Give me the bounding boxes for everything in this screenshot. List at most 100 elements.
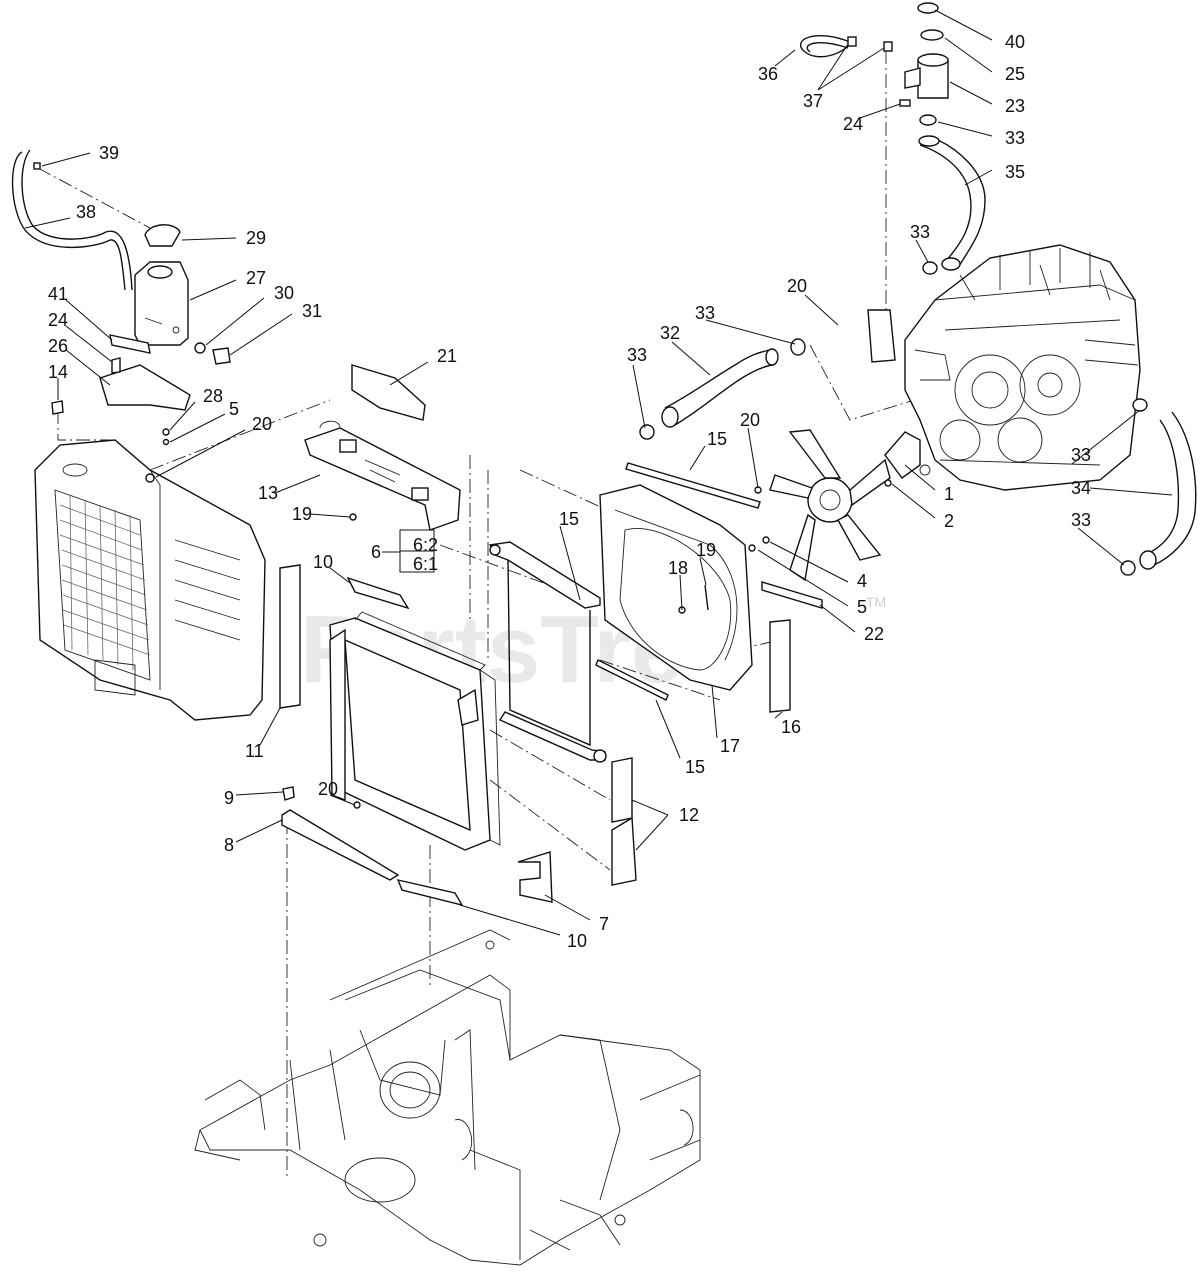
callout-labels: 4025233637243335332039382927303141242614… <box>48 32 1091 951</box>
callout-c39: 39 <box>99 143 119 163</box>
callout-c5b: 5 <box>857 597 867 617</box>
callout-c33c: 33 <box>695 303 715 323</box>
callout-c36: 36 <box>758 64 778 84</box>
seal-10b <box>396 879 464 907</box>
hose-38 <box>11 151 126 291</box>
bolt-24b <box>111 357 121 374</box>
callout-c4: 4 <box>857 571 867 591</box>
seal-11 <box>279 564 301 709</box>
callout-c19b: 19 <box>696 540 716 560</box>
callout-c20b: 20 <box>252 414 272 434</box>
washer-30 <box>194 342 206 354</box>
leader-lines <box>24 9 1173 936</box>
callout-c62: 6:2 <box>413 535 438 555</box>
callout-c29: 29 <box>246 228 266 248</box>
callout-c33a: 33 <box>1005 128 1025 148</box>
callout-c41: 41 <box>48 284 68 304</box>
callout-c5a: 5 <box>229 399 239 419</box>
seal-7 <box>517 851 553 903</box>
callout-c30: 30 <box>274 283 294 303</box>
washer-5a <box>162 438 170 446</box>
frame-15b <box>488 541 607 763</box>
callout-c27: 27 <box>246 268 266 288</box>
callout-c10b: 10 <box>567 931 587 951</box>
seal-12a <box>611 757 633 823</box>
callout-c10a: 10 <box>313 552 333 572</box>
callout-c38: 38 <box>76 202 96 222</box>
callout-c16: 16 <box>781 717 801 737</box>
callout-c22: 22 <box>864 624 884 644</box>
bolt-14 <box>51 400 64 415</box>
fan-shroud-17 <box>599 484 753 691</box>
seal-22 <box>761 581 823 609</box>
callout-c24b: 24 <box>48 310 68 330</box>
filler-neck-23 <box>899 2 949 126</box>
callout-c12: 12 <box>679 805 699 825</box>
callout-c32: 32 <box>660 323 680 343</box>
bracket-13 <box>304 420 461 531</box>
hose-32 <box>639 338 806 440</box>
chassis-frame <box>194 929 701 1266</box>
seal-16 <box>769 619 791 713</box>
callout-c35: 35 <box>1005 162 1025 182</box>
callout-c40: 40 <box>1005 32 1025 52</box>
seal-12b <box>611 816 637 886</box>
callout-c9: 9 <box>224 788 234 808</box>
clamp-39 <box>33 162 41 170</box>
callout-c15c: 15 <box>685 757 705 777</box>
radiator-6 <box>329 611 501 851</box>
seal-strip-15c <box>595 659 669 701</box>
cap-29 <box>144 224 181 247</box>
callout-c11: 11 <box>245 741 264 761</box>
callout-c26: 26 <box>48 336 68 356</box>
hose-34 <box>1120 398 1197 576</box>
washer-5 <box>748 544 756 552</box>
fitting-31 <box>212 347 231 365</box>
fan-4 <box>769 429 891 582</box>
nut-20b <box>145 473 155 483</box>
callout-c14: 14 <box>48 362 68 382</box>
callout-c31: 31 <box>302 301 322 321</box>
callout-c8: 8 <box>224 835 234 855</box>
callout-c33b: 33 <box>910 222 930 242</box>
radiator-screen <box>34 439 266 721</box>
callout-c33d: 33 <box>627 345 647 365</box>
callout-c25: 25 <box>1005 64 1025 84</box>
callout-c33e: 33 <box>1071 445 1091 465</box>
seal-strip-15a <box>625 462 761 509</box>
callout-c7: 7 <box>599 914 609 934</box>
callout-c18: 18 <box>668 558 688 578</box>
callout-c20d: 20 <box>318 779 338 799</box>
callout-c37: 37 <box>803 91 823 111</box>
bolt-9 <box>282 786 295 801</box>
bolt-4 <box>762 536 770 544</box>
callout-c61: 6:1 <box>413 554 438 574</box>
callout-c6: 6 <box>371 542 381 562</box>
callout-c20a: 20 <box>787 276 807 296</box>
seal-10a <box>346 576 410 610</box>
overflow-bottle-27 <box>134 261 189 346</box>
bracket-26 <box>99 364 191 411</box>
callout-c23: 23 <box>1005 96 1025 116</box>
callout-c15a: 15 <box>707 429 727 449</box>
bracket-8 <box>281 809 400 881</box>
hose-35 <box>918 135 986 275</box>
watermark-trademark: TM <box>866 594 886 610</box>
callout-c13: 13 <box>258 483 278 503</box>
hose-36 <box>799 35 893 58</box>
washer-28 <box>162 428 170 436</box>
callout-c20c: 20 <box>740 410 760 430</box>
callout-c15b: 15 <box>559 509 579 529</box>
engine-assembly <box>904 244 1141 491</box>
alignment-lines <box>37 50 931 1180</box>
pump-housing-1 <box>884 431 921 479</box>
seal-21 <box>351 364 426 421</box>
callout-c24a: 24 <box>843 114 863 134</box>
callout-c19a: 19 <box>292 504 312 524</box>
callout-c2: 2 <box>944 511 954 531</box>
callout-c21: 21 <box>437 346 457 366</box>
callout-c1: 1 <box>944 484 954 504</box>
engine-bracket <box>867 309 896 363</box>
